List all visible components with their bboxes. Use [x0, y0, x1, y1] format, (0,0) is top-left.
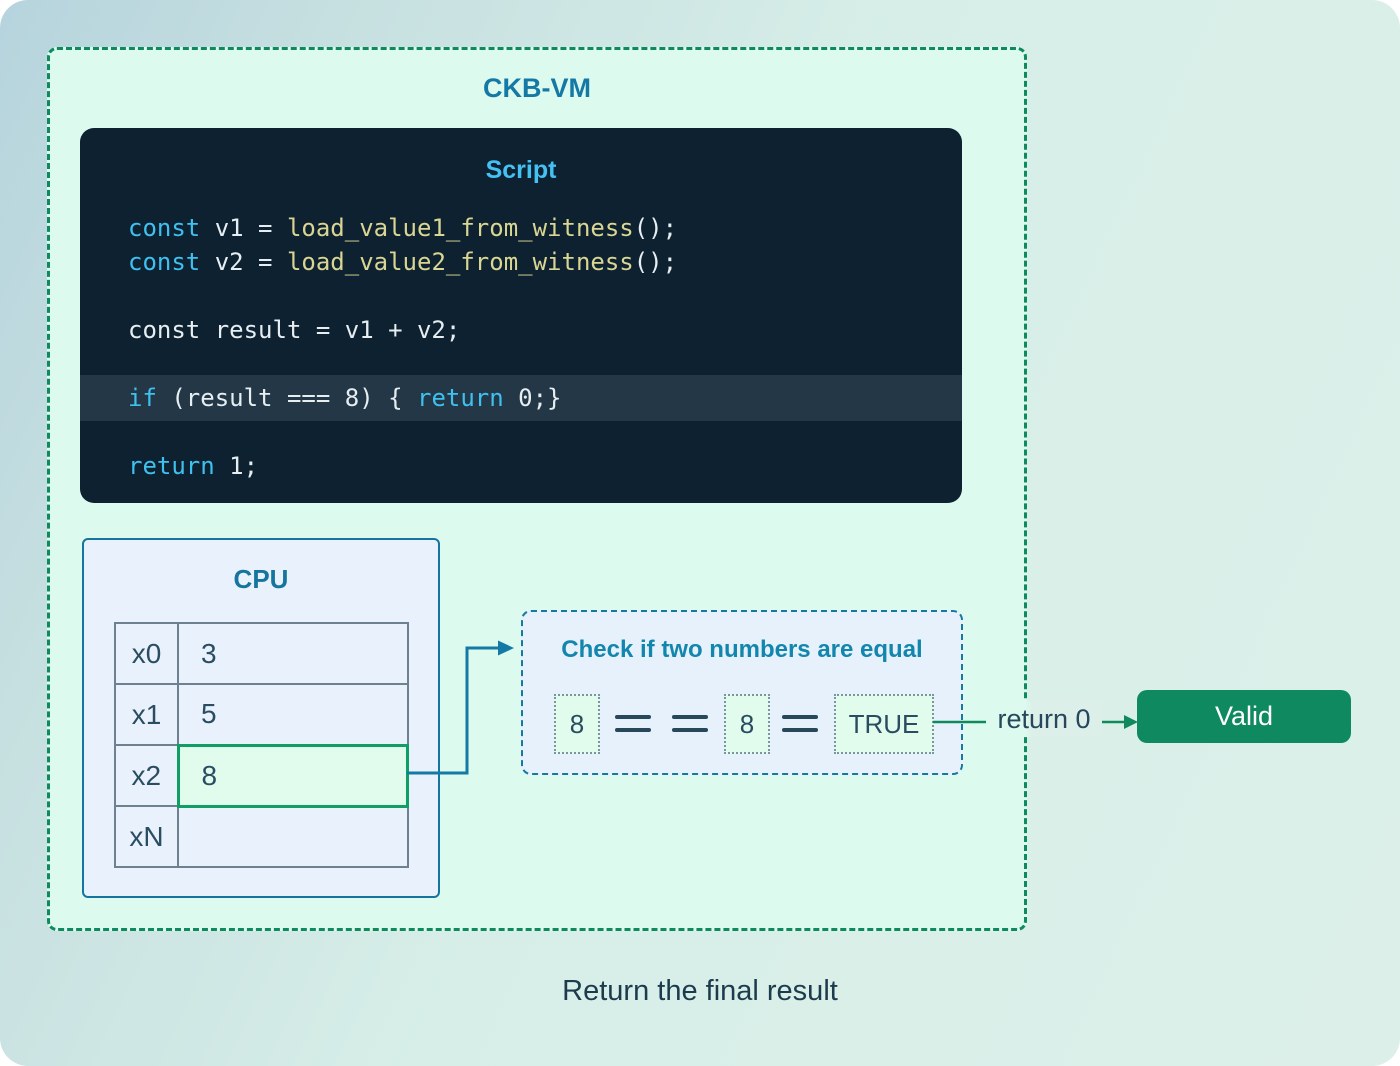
register-name: xN: [114, 805, 179, 868]
code-token: load_value1_from_witness: [286, 214, 634, 242]
operand-1-box: 8: [554, 694, 600, 754]
code-token: v1 =: [200, 214, 287, 242]
ckb-vm-title: CKB-VM: [483, 73, 591, 103]
table-row: x1 5: [114, 683, 409, 746]
code-line-5: return 1;: [128, 449, 258, 483]
table-row: x0 3: [114, 622, 409, 685]
equals-icon: [782, 715, 818, 732]
cpu-title: CPU: [233, 564, 289, 594]
result-box: TRUE: [834, 694, 934, 754]
table-row: xN: [114, 805, 409, 868]
register-value: [177, 805, 409, 868]
code-token: 0;}: [503, 384, 562, 412]
equals-bar: [615, 728, 651, 732]
register-name: x1: [114, 683, 179, 746]
code-token: return: [128, 452, 215, 480]
code-token: return: [417, 384, 504, 412]
table-row: x2 8: [114, 743, 409, 808]
code-token: const result = v1 + v2;: [128, 316, 461, 344]
code-token: const: [128, 248, 201, 276]
return-to-valid-connector: [1098, 715, 1138, 729]
code-token: 1;: [214, 452, 259, 480]
register-value: 5: [177, 683, 409, 746]
code-token: load_value2_from_witness: [286, 248, 634, 276]
code-token: ();: [633, 248, 678, 276]
code-token: v2 =: [200, 248, 287, 276]
register-value: 3: [177, 622, 409, 685]
equals-icon: [672, 715, 708, 732]
code-token: if: [128, 384, 157, 412]
script-title: Script: [485, 156, 557, 184]
equals-bar: [782, 728, 818, 732]
code-line-3: const result = v1 + v2;: [128, 313, 460, 347]
equals-bar: [672, 728, 708, 732]
code-line-4-highlighted: if (result === 8) { return 0;}: [128, 381, 562, 415]
page-caption: Return the final result: [562, 975, 838, 1007]
return-0-label: return 0: [986, 701, 1102, 737]
equality-expression: 8 8 TRUE: [523, 694, 961, 754]
operand-2-box: 8: [724, 694, 770, 754]
arrow-right-icon: [1124, 715, 1138, 729]
code-token: const: [128, 214, 201, 242]
cpu-box: CPU x0 3 x1 5 x2 8 xN: [82, 538, 440, 898]
equals-bar: [615, 715, 651, 719]
code-line-1: const v1 = load_value1_from_witness();: [128, 211, 677, 245]
script-code-block: Script const v1 = load_value1_from_witne…: [80, 128, 962, 503]
code-line-2: const v2 = load_value2_from_witness();: [128, 245, 677, 279]
equals-icon: [615, 715, 651, 732]
register-name: x2: [114, 744, 179, 807]
register-value-highlighted: 8: [176, 743, 409, 808]
equals-bar: [782, 715, 818, 719]
register-name: x0: [114, 622, 179, 685]
code-highlight-row: [80, 375, 962, 421]
equality-check-box: Check if two numbers are equal 8 8 TRUE: [521, 610, 963, 775]
code-token: ();: [633, 214, 678, 242]
code-token: (result === 8) {: [156, 384, 417, 412]
equals-bar: [672, 715, 708, 719]
valid-badge: Valid: [1137, 690, 1351, 743]
equality-check-title: Check if two numbers are equal: [561, 636, 923, 663]
register-table: x0 3 x1 5 x2 8 xN: [114, 622, 409, 868]
